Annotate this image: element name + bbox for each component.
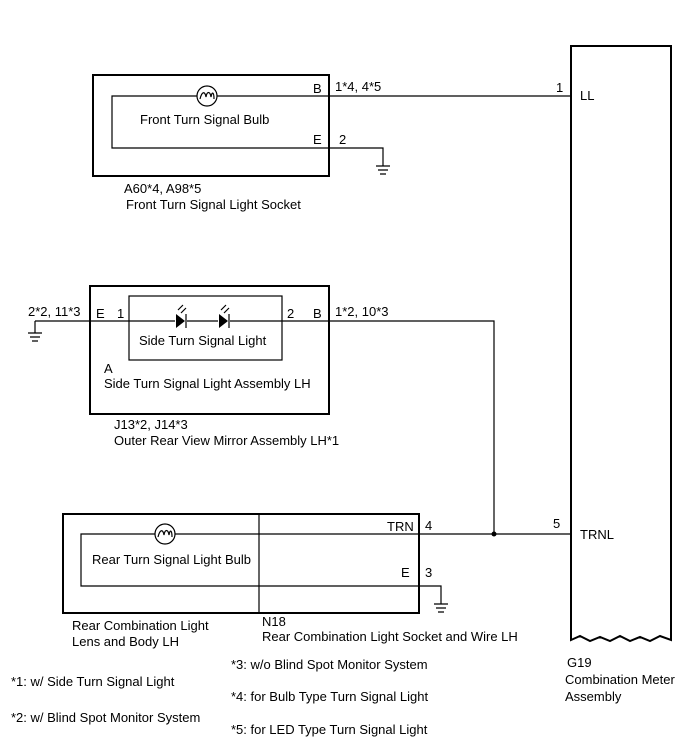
front-socket: Front Turn Signal Bulb B E 1*4, 4*5 2 A6… — [92, 74, 381, 212]
rear-term-e: E — [401, 565, 410, 580]
front-pin-e: 2 — [339, 132, 346, 147]
note-1: *1: w/ Side Turn Signal Light — [11, 674, 175, 689]
led-icon — [219, 304, 230, 328]
rear-combination-light: Rear Turn Signal Light Bulb TRN 4 E 3 Re… — [62, 513, 518, 649]
note-3: *3: w/o Blind Spot Monitor System — [231, 657, 428, 672]
front-term-b: B — [313, 81, 322, 96]
side-term-e: E — [96, 306, 105, 321]
front-ground-icon — [329, 147, 390, 175]
front-socket-name: Front Turn Signal Light Socket — [126, 197, 301, 212]
note-2: *2: w/ Blind Spot Monitor System — [11, 710, 200, 725]
side-assembly: Side Turn Signal Light E 1 2 B 1*2, 10*3… — [28, 285, 389, 448]
side-ground-icon — [28, 320, 90, 342]
meter-term-trnl: TRNL — [580, 527, 614, 542]
meter-name-line2: Assembly — [565, 689, 622, 704]
led-icon — [176, 304, 187, 328]
rear-pin-e: 3 — [425, 565, 432, 580]
rear-pin-trn: 4 — [425, 518, 432, 533]
footnotes: *3: w/o Blind Spot Monitor System *1: w/… — [11, 657, 428, 737]
side-connector: J13*2, J14*3 — [114, 417, 188, 432]
side-term-b: B — [313, 306, 322, 321]
front-term-e: E — [313, 132, 322, 147]
side-light-label: Side Turn Signal Light — [139, 333, 267, 348]
front-pin-b: 1*4, 4*5 — [335, 79, 381, 94]
rear-socket-name: Rear Combination Light Socket and Wire L… — [262, 629, 518, 644]
note-5: *5: for LED Type Turn Signal Light — [231, 722, 428, 737]
mirror-name: Outer Rear View Mirror Assembly LH*1 — [114, 433, 339, 448]
front-bulb-label: Front Turn Signal Bulb — [140, 112, 269, 127]
side-pin-1: 1 — [117, 306, 124, 321]
side-ground-pin: 2*2, 11*3 — [28, 304, 81, 319]
rear-connector: N18 — [262, 614, 286, 629]
rear-ground-icon — [419, 585, 448, 613]
side-pin-b: 1*2, 10*3 — [335, 304, 389, 319]
wire-side-trnl — [329, 320, 495, 534]
meter-pin-ll: 1 — [556, 80, 563, 95]
meter-pin-trnl: 5 — [553, 516, 560, 531]
combination-meter: 1 LL 5 TRNL G19 Combination Meter Assemb… — [553, 45, 675, 704]
meter-name-line1: Combination Meter — [565, 672, 675, 687]
rear-lens-line2: Lens and Body LH — [72, 634, 179, 649]
side-sub-code: A — [104, 361, 113, 376]
meter-term-ll: LL — [580, 88, 594, 103]
rear-term-trn: TRN — [387, 519, 414, 534]
side-assembly-name: Side Turn Signal Light Assembly LH — [104, 376, 311, 391]
front-bulb-icon — [196, 85, 218, 107]
note-4: *4: for Bulb Type Turn Signal Light — [231, 689, 428, 704]
front-connector: A60*4, A98*5 — [124, 181, 201, 196]
rear-bulb-label: Rear Turn Signal Light Bulb — [92, 552, 251, 567]
side-pin-2: 2 — [287, 306, 294, 321]
rear-lens-line1: Rear Combination Light — [72, 618, 209, 633]
rear-bulb-icon — [154, 523, 176, 545]
meter-connector: G19 — [567, 655, 592, 670]
